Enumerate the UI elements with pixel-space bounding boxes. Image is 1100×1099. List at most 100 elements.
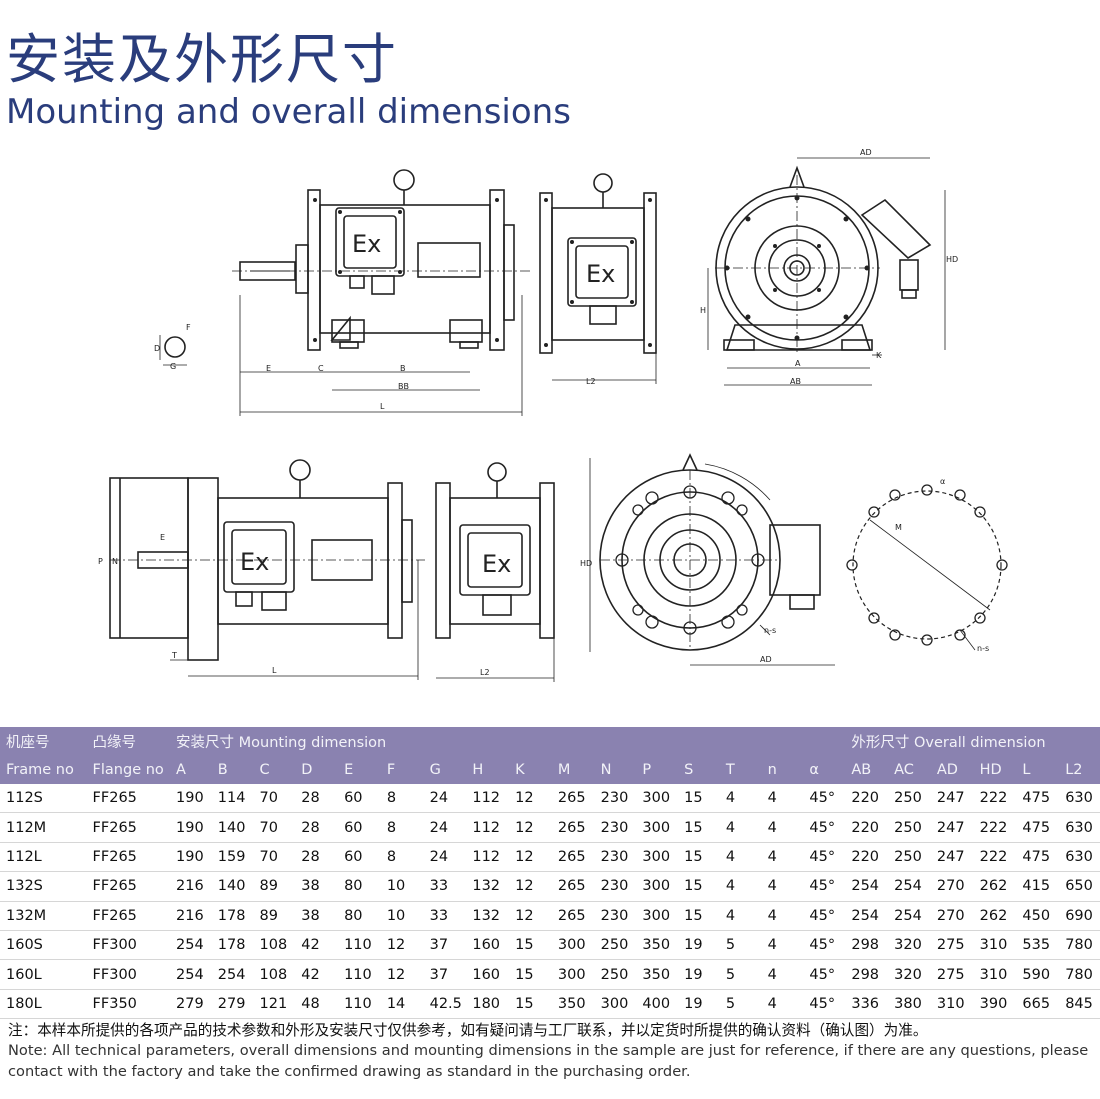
note-chinese: 注：本样本所提供的各项产品的技术参数和外形及安装尺寸仅供参考，如有疑问请与工厂联… [8,1022,928,1039]
table-cell: 254 [170,930,212,961]
table-cell: 262 [973,871,1017,902]
table-cell: 222 [973,784,1017,814]
table-cell: 28 [295,812,339,843]
note-english: Note: All technical parameters, overall … [8,1042,1089,1080]
table-cell: 42.5 [423,989,467,1020]
table-cell: 190 [170,784,212,814]
table-cell: 279 [211,989,254,1020]
table-cell: 38 [295,871,339,902]
column-header: E [338,756,381,784]
table-cell: 254 [888,901,931,931]
table-cell: 10 [380,871,424,902]
table-cell: 45° [803,989,846,1020]
table-cell: 400 [636,989,679,1020]
table-cell: 45° [803,812,846,843]
table-cell: 45° [803,959,846,990]
table-cell: 112L [0,842,87,873]
label-p-bottom: P [98,557,103,566]
table-cell: 42 [295,930,339,961]
table-cell: 475 [1016,812,1060,843]
table-cell: 15 [678,812,720,843]
table-cell: 475 [1016,842,1060,873]
table-cell: 15 [509,959,552,990]
table-cell: 45° [803,901,846,931]
table-cell: 8 [380,842,424,873]
table-cell: 254 [170,959,212,990]
label-ex-top-1: Ex [352,230,381,258]
page-title-cn: 安装及外形尺寸 [6,28,398,91]
table-cell: 247 [930,842,974,873]
table-cell: 650 [1059,871,1100,902]
table-cell: FF350 [86,989,171,1020]
table-cell: FF265 [86,842,171,873]
table-cell: 114 [211,784,254,814]
table-cell: 112S [0,784,87,814]
table-cell: 300 [636,871,679,902]
column-header: HD [973,756,1017,784]
table-cell: FF300 [86,930,171,961]
table-cell: 310 [973,959,1017,990]
column-header: H [466,756,510,784]
table-cell: 300 [636,842,679,873]
dimension-drawings: AD HD E C B BB L L2 A AB H K G D F Ex Ex… [98,148,1008,682]
table-cell: 630 [1059,812,1100,843]
label-e-top: E [266,364,271,373]
table-cell: 140 [211,871,254,902]
column-header: M [551,756,595,784]
table-cell: 298 [845,959,889,990]
table-cell: 190 [170,812,212,843]
label-f-top: F [186,323,191,332]
table-cell: 250 [888,784,931,814]
label-l2-top: L2 [586,377,596,386]
table-cell: 12 [509,842,552,873]
table-cell: 350 [551,989,595,1020]
table-cell: 250 [888,812,931,843]
table-cell: 4 [761,901,804,931]
table-cell: 535 [1016,930,1060,961]
column-header: N [594,756,637,784]
column-header: Frame no [0,756,87,784]
label-g-top: G [170,362,176,371]
table-cell: 230 [594,812,637,843]
table-cell: 112 [466,842,510,873]
column-header: F [380,756,424,784]
table-cell: FF265 [86,901,171,931]
column-header: L2 [1059,756,1100,784]
dimension-table: 机座号 凸缘号 安装尺寸 Mounting dimension 外形尺寸 Ove… [0,727,1100,1020]
label-bb-top: BB [398,382,409,391]
table-cell: 12 [380,959,424,990]
table-cell: 15 [678,871,720,902]
header-overall-dimension: 外形尺寸 Overall dimension [845,727,1100,756]
table-cell: 37 [423,959,467,990]
label-ns-bottom-1: n-s [764,626,776,635]
column-header: A [170,756,212,784]
table-cell: 254 [888,871,931,902]
table-cell: 216 [170,901,212,931]
header-mounting-dimension: 安装尺寸 Mounting dimension [170,727,846,756]
table-cell: 28 [295,784,339,814]
table-cell: 265 [551,842,595,873]
table-cell: 60 [338,842,381,873]
table-cell: 89 [253,901,296,931]
table-cell: 112 [466,784,510,814]
table-cell: 15 [678,842,720,873]
table-cell: 80 [338,871,381,902]
column-header: n [761,756,804,784]
label-ad-top: AD [860,148,872,157]
table-cell: 132 [466,871,510,902]
table-cell: 230 [594,871,637,902]
table-cell: 310 [973,930,1017,961]
table-cell: 15 [678,784,720,814]
table-cell: 15 [509,930,552,961]
table-cell: 89 [253,871,296,902]
table-cell: 160L [0,959,87,990]
table-cell: 270 [930,871,974,902]
table-cell: 265 [551,901,595,931]
label-d-top: D [154,344,160,353]
table-cell: 38 [295,901,339,931]
table-cell: 12 [509,901,552,931]
